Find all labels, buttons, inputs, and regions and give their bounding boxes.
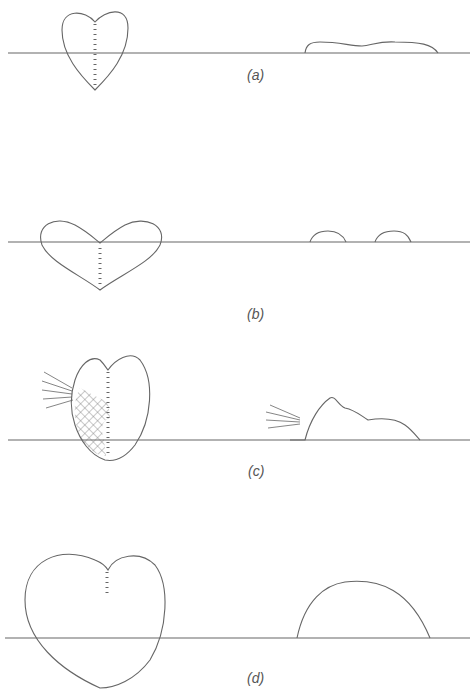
heart-section xyxy=(25,554,165,688)
panel-label: (d) xyxy=(247,670,264,686)
heart-section xyxy=(41,221,162,290)
profile xyxy=(305,42,438,53)
panel-label: (b) xyxy=(247,306,264,322)
wind-rays xyxy=(42,372,73,408)
profile xyxy=(290,397,420,440)
water-line xyxy=(8,439,470,440)
heart-section xyxy=(62,12,128,90)
water-line xyxy=(5,637,470,638)
profile xyxy=(375,231,411,242)
wind-rays xyxy=(266,405,300,428)
water-line xyxy=(8,52,470,53)
heart-section xyxy=(71,356,149,461)
panel-label: (c) xyxy=(248,463,264,479)
center-ticks xyxy=(107,372,110,455)
profile xyxy=(297,581,430,638)
center-ticks xyxy=(94,24,97,86)
profile xyxy=(310,231,346,242)
water-line xyxy=(8,241,470,242)
center-ticks xyxy=(99,248,102,286)
panel-label: (a) xyxy=(247,67,264,83)
hatched-region xyxy=(75,388,110,456)
center-ticks xyxy=(106,572,109,594)
